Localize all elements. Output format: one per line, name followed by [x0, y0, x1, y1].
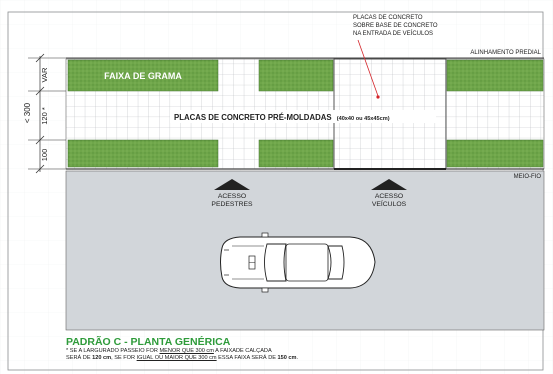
pedestrian-access-label-2: PEDESTRES — [211, 201, 253, 208]
grass-strip — [67, 59, 219, 92]
note-bold: 150 cm — [277, 355, 297, 361]
grass-strip — [446, 59, 544, 92]
dimension-slash — [35, 135, 45, 145]
grass-strip — [446, 139, 544, 168]
note-text: * SE A LARGURADO PASSEIO FOR — [66, 348, 160, 354]
grass-strip — [67, 139, 219, 168]
dimension-bottom-label: 100 — [40, 149, 49, 162]
curb-label: MEIO-FIO — [514, 174, 542, 180]
pedestrian-access-arrow — [214, 179, 250, 190]
vehicle-access-arrow — [371, 179, 407, 190]
car-icon — [220, 232, 376, 293]
caption-title: PADRÃO C - PLANTA GENÉRICA — [66, 336, 231, 348]
vehicle-access-label-2: VEÍCULOS — [372, 199, 407, 208]
dimension-total-label: < 300 — [23, 102, 32, 123]
vehicle-access-label-1: ACESSO — [375, 193, 403, 200]
entrance-plates-label-3: NA ENTRADA DE VEÍCULOS — [353, 30, 433, 37]
dimension-var-label: VAR — [40, 67, 49, 82]
note-text: ESSA FAIXA SERÁ DE — [216, 355, 278, 361]
note-underlined: IGUAL OU MAIOR QUE 300 cm — [136, 355, 217, 361]
dimension-mid-label: 120 * — [40, 107, 49, 125]
entrance-plates-label-2: SOBRE BASE DE CONCRETO — [353, 23, 438, 29]
concrete-plates-label-main: PLACAS DE CONCRETO PRÉ-MOLDADAS — [174, 113, 332, 122]
note-text: , SE FOR — [111, 355, 137, 361]
dimension-slash — [35, 86, 45, 96]
grass-strip — [258, 139, 334, 168]
caption-note-line-2: SERÁ DE 120 cm, SE FOR IGUAL OU MAIOR QU… — [66, 355, 546, 362]
concrete-plates-label-dim: (40x40 ou 45x45cm) — [337, 116, 390, 122]
note-underlined: MENOR QUE 300 cm — [159, 348, 214, 354]
leader-dot — [376, 95, 380, 99]
note-text: A FAIXADE CALÇADA — [213, 348, 272, 354]
note-text: . — [296, 355, 299, 361]
caption-note-line-1: * SE A LARGURADO PASSEIO FOR MENOR QUE 3… — [66, 348, 546, 355]
pedestrian-access-label-1: ACESSO — [218, 193, 246, 200]
concrete-plates-label: PLACAS DE CONCRETO PRÉ-MOLDADAS (40x40 o… — [174, 113, 390, 122]
note-bold: 120 cm — [92, 355, 112, 361]
grass-strip — [258, 59, 334, 92]
entrance-plates-label-1: PLACAS DE CONCRETO — [353, 15, 423, 21]
note-text: SERÁ DE — [66, 355, 93, 361]
dimension-slash — [35, 164, 45, 174]
grass-strip-label: FAIXA DE GRAMA — [104, 71, 182, 81]
dimension-slash — [35, 53, 45, 63]
caption-block: PADRÃO C - PLANTA GENÉRICA * SE A LARGUR… — [66, 336, 546, 362]
main-label-bg — [170, 110, 436, 123]
leader-line — [357, 39, 379, 97]
property-line-label: ALINHAMENTO PREDIAL — [470, 50, 541, 56]
